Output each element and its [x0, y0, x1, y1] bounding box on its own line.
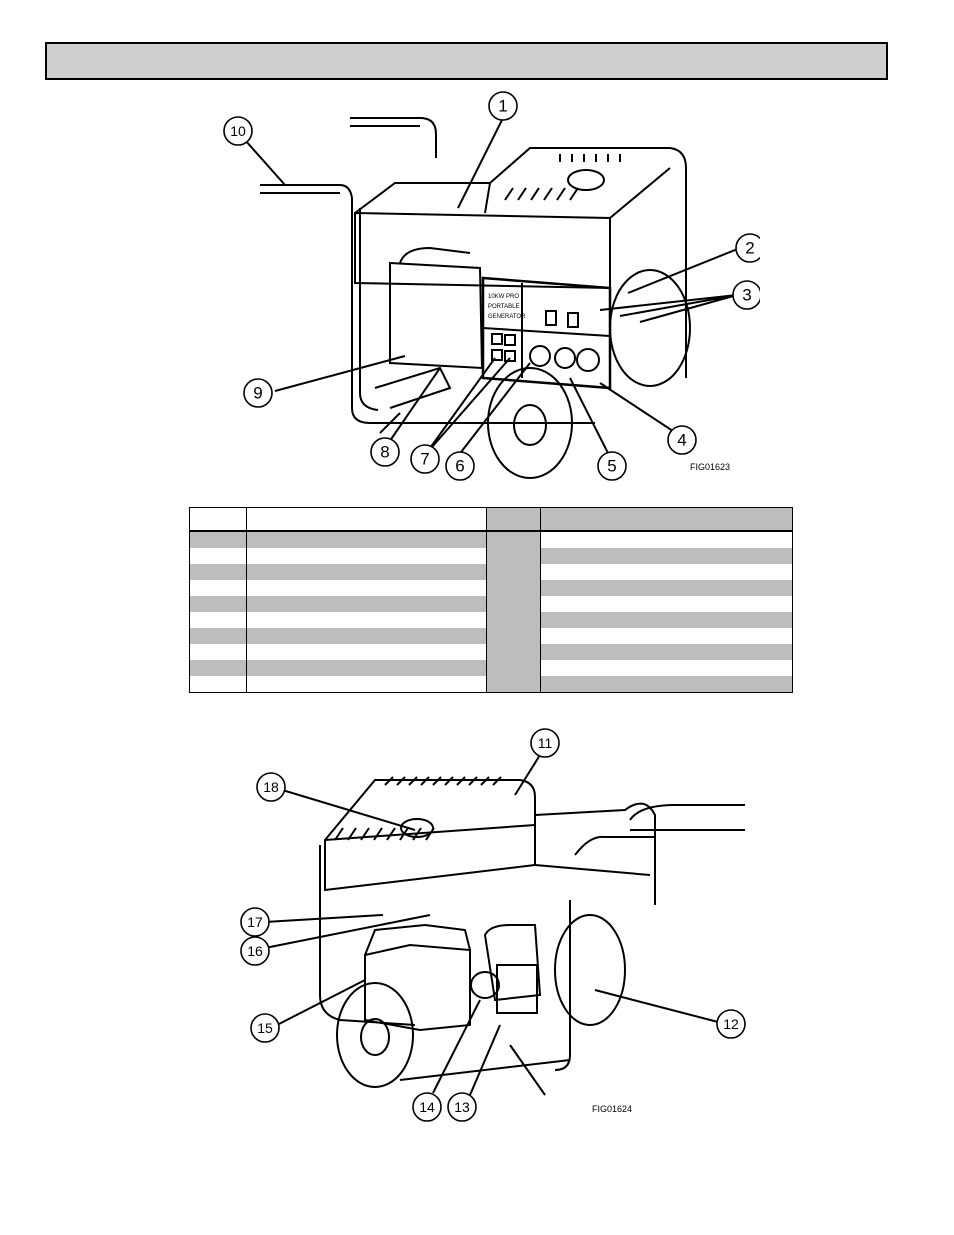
callout-12: 12: [723, 1016, 739, 1032]
table-row: [189, 548, 793, 564]
callout-15: 15: [257, 1020, 273, 1036]
callout-1: 1: [498, 97, 507, 116]
panel-text-line-3: GENERATOR: [488, 314, 526, 320]
panel-text-line-2: PORTABLE: [488, 304, 519, 310]
section-header-bar: [45, 42, 888, 80]
callout-18: 18: [263, 779, 279, 795]
callout-8: 8: [380, 443, 389, 462]
callout-6: 6: [455, 457, 464, 476]
callout-13: 13: [454, 1099, 470, 1115]
header-cell: [485, 507, 542, 532]
callout-9: 9: [253, 384, 262, 403]
generator-front-figure: 1 2 3 4 5 6 7 8 9 10 10KW PRO PORTABLE G…: [223, 91, 760, 481]
figure-code-bottom: FIG01624: [592, 1104, 632, 1114]
callout-14: 14: [419, 1099, 435, 1115]
callout-11: 11: [538, 735, 553, 751]
callout-3: 3: [742, 286, 751, 305]
table-row: [189, 531, 793, 548]
table-row: [189, 612, 793, 628]
generator-rear-figure: 11 12 13 14 15 16 17 18 FIG01624: [240, 728, 746, 1122]
table-row: [189, 596, 793, 612]
table-row: [189, 580, 793, 596]
callout-7: 7: [420, 450, 429, 469]
parts-table-header: [189, 507, 793, 532]
header-cell: [189, 507, 247, 532]
table-row: [189, 660, 793, 676]
parts-table: [189, 507, 793, 693]
table-row: [189, 676, 793, 693]
callout-16: 16: [247, 943, 263, 959]
table-row: [189, 564, 793, 580]
callout-17: 17: [247, 914, 263, 930]
table-row: [189, 644, 793, 660]
header-cell: [540, 507, 793, 532]
header-cell: [245, 507, 487, 532]
panel-text-line-1: 10KW PRO: [488, 294, 519, 300]
table-row: [189, 628, 793, 644]
callout-2: 2: [745, 239, 754, 258]
callout-4: 4: [677, 431, 686, 450]
callout-5: 5: [607, 457, 616, 476]
callout-10: 10: [230, 123, 246, 139]
figure-code-top: FIG01623: [690, 462, 730, 472]
